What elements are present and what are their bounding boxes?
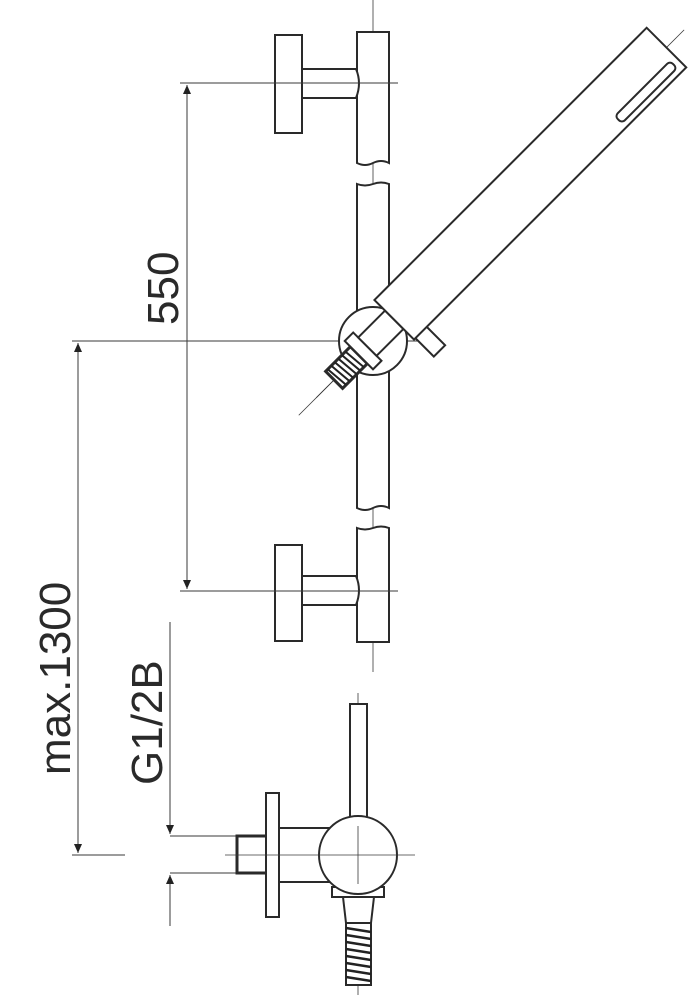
- dimension-max-height-label: max.1300: [31, 582, 80, 775]
- wall-outlet-valve: [225, 693, 415, 995]
- valve-lever: [349, 703, 368, 819]
- top-wall-bracket: [274, 34, 360, 134]
- bottom-wall-bracket: [274, 544, 360, 642]
- hand-shower: [298, 26, 688, 416]
- dimension-550-label: 550: [139, 252, 188, 325]
- dimension-thread-label: G1/2B: [123, 660, 172, 785]
- shower-hose: [345, 922, 372, 986]
- spray-nozzles: [615, 61, 677, 123]
